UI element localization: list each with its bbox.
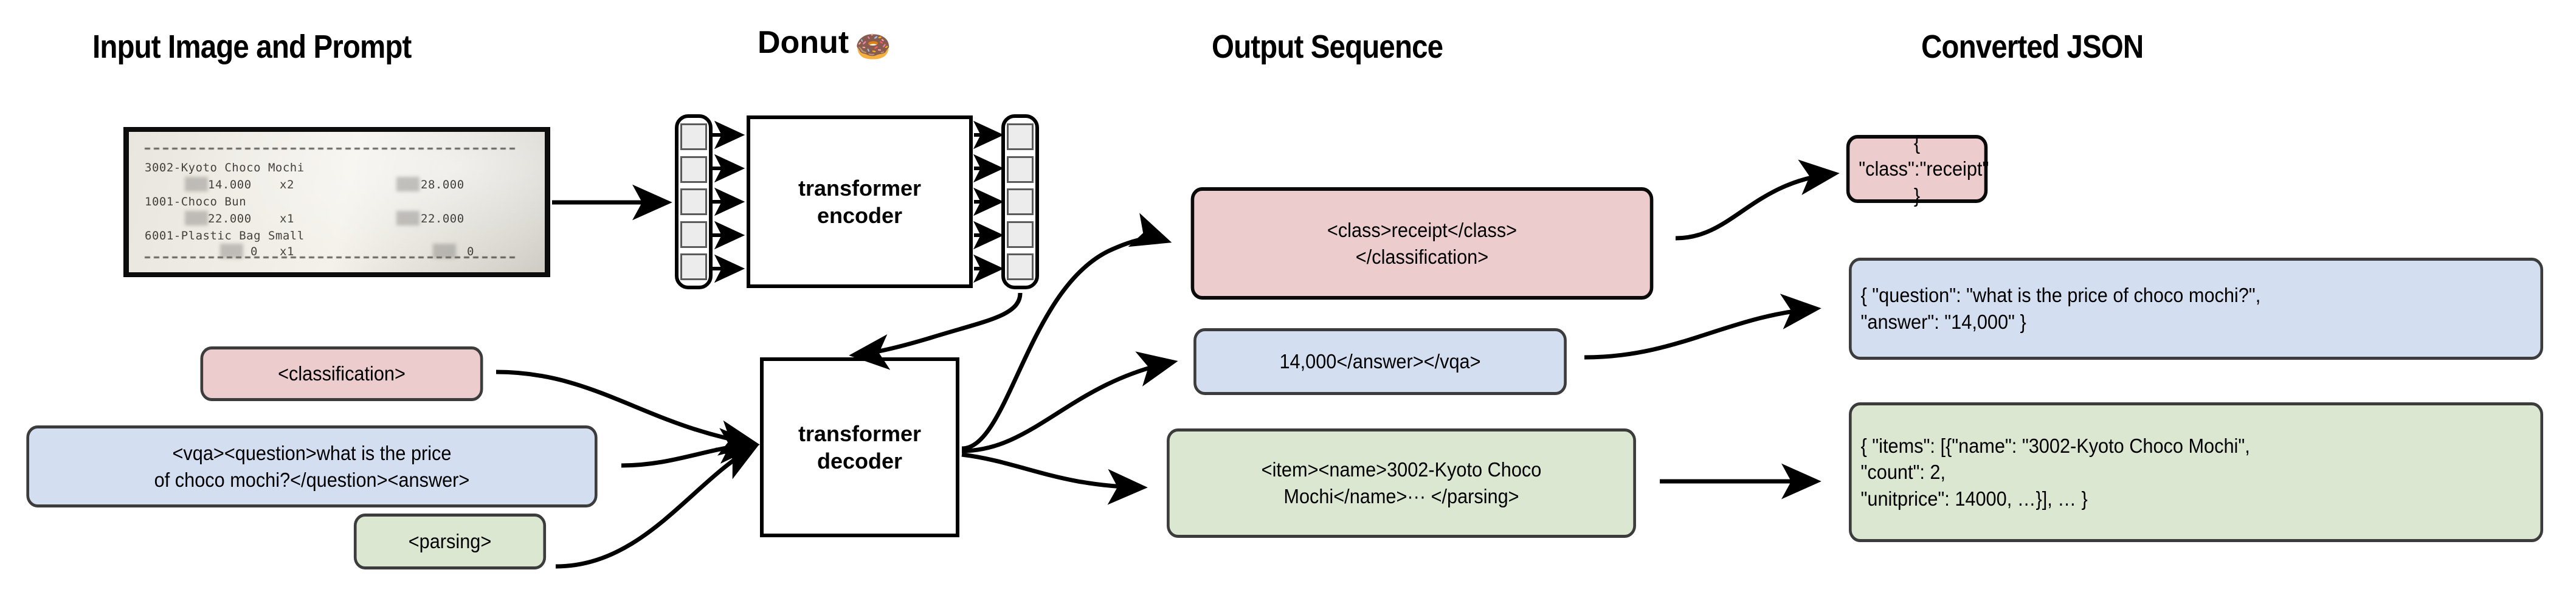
json-classification-box[interactable]: { "class":"receipt" }: [1846, 131, 1989, 207]
receipt-dashed-rule-bottom: [145, 256, 517, 258]
json-vqa-box[interactable]: { "question": "what is the price of choc…: [1848, 258, 2544, 360]
transformer-decoder-block: transformer decoder: [760, 357, 959, 537]
receipt-line-2-count: x2: [280, 178, 294, 191]
prompt-parsing-box[interactable]: <parsing>: [353, 514, 547, 569]
output-classification-box[interactable]: <class>receipt</class> </classification>: [1190, 187, 1654, 300]
prompt-classification-label: <classification>: [278, 362, 406, 385]
receipt-line-2-total: 28.000: [421, 178, 464, 191]
prompt-vqa-box[interactable]: <vqa><question>what is the price of choc…: [26, 425, 598, 507]
token-square: [1007, 221, 1034, 248]
receipt-redaction-6: [433, 244, 456, 258]
receipt-line-5: 6001-Plastic Bag Small: [145, 229, 305, 242]
token-square: [1007, 253, 1034, 280]
header-donut: Donut🍩: [758, 24, 891, 64]
transformer-encoder-block: transformer encoder: [747, 115, 973, 288]
json-classification-text: { "class":"receipt" }: [1859, 131, 1989, 207]
token-square: [1007, 123, 1034, 150]
donut-icon: 🍩: [855, 31, 891, 63]
token-square: [680, 253, 707, 280]
arrow-output-to-json-classification: [1675, 159, 1840, 241]
receipt-redaction-3: [185, 211, 208, 225]
header-input-image-and-prompt: Input Image and Prompt: [92, 29, 412, 65]
token-square: [680, 156, 707, 183]
arrow-decoder-to-output-parsing: [961, 452, 1148, 505]
receipt-redaction-5: [220, 244, 243, 258]
receipt-line-4-price: 22.000: [208, 212, 252, 225]
receipt-paper: 3002-Kyoto Choco Mochi 14.000 x2 28.000 …: [129, 132, 545, 272]
json-parsing-text: { "items": [{"name": "3002-Kyoto Choco M…: [1860, 434, 2250, 510]
arrow-decoder-to-output-classification: [961, 213, 1172, 451]
receipt-line-6-count: x1: [280, 245, 294, 258]
token-square: [680, 221, 707, 248]
encoder-output-token-stack: [1001, 114, 1039, 289]
prompt-vqa-label: <vqa><question>what is the price of choc…: [154, 441, 470, 491]
receipt-dashed-rule-top: [145, 148, 517, 150]
header-converted-json: Converted JSON: [1921, 29, 2144, 65]
token-square: [1007, 188, 1034, 215]
token-square: [1007, 156, 1034, 183]
output-parsing-box[interactable]: <item><name>3002-Kyoto Choco Mochi</name…: [1167, 428, 1636, 538]
output-classification-text: <class>receipt</class> </classification>: [1327, 218, 1518, 268]
json-vqa-text: { "question": "what is the price of choc…: [1860, 284, 2261, 333]
json-parsing-box[interactable]: { "items": [{"name": "3002-Kyoto Choco M…: [1848, 402, 2544, 542]
arrow-decoder-to-output-vqa: [961, 351, 1178, 453]
output-vqa-box[interactable]: 14,000</answer></vqa>: [1193, 328, 1567, 395]
receipt-line-2-price: 14.000: [208, 178, 252, 191]
receipt-line-6-price: 0: [250, 245, 258, 258]
receipt-redaction-2: [396, 177, 420, 191]
arrow-output-to-json-vqa: [1584, 294, 1822, 360]
encoder-input-token-stack: [675, 114, 713, 289]
header-output-sequence: Output Sequence: [1212, 29, 1443, 65]
prompt-classification-box[interactable]: <classification>: [200, 346, 483, 401]
receipt-line-4-count: x1: [280, 212, 294, 225]
input-receipt-image: 3002-Kyoto Choco Mochi 14.000 x2 28.000 …: [124, 128, 550, 277]
receipt-redaction-4: [396, 211, 420, 225]
arrow-encoder-output-to-decoder: [849, 292, 1023, 370]
receipt-line-1: 3002-Kyoto Choco Mochi: [145, 161, 305, 174]
header-donut-label: Donut: [758, 25, 849, 60]
arrow-vqa-prompt-to-decoder: [621, 428, 760, 468]
output-vqa-text: 14,000</answer></vqa>: [1279, 350, 1481, 373]
prompt-parsing-label: <parsing>: [408, 530, 492, 553]
token-square: [680, 188, 707, 215]
receipt-redaction-1: [185, 177, 208, 191]
receipt-line-4-total: 22.000: [421, 212, 464, 225]
receipt-line-6-total: 0: [467, 245, 474, 258]
receipt-line-3: 1001-Choco Bun: [145, 195, 247, 208]
token-square: [680, 123, 707, 150]
output-parsing-text: <item><name>3002-Kyoto Choco Mochi</name…: [1261, 458, 1542, 507]
